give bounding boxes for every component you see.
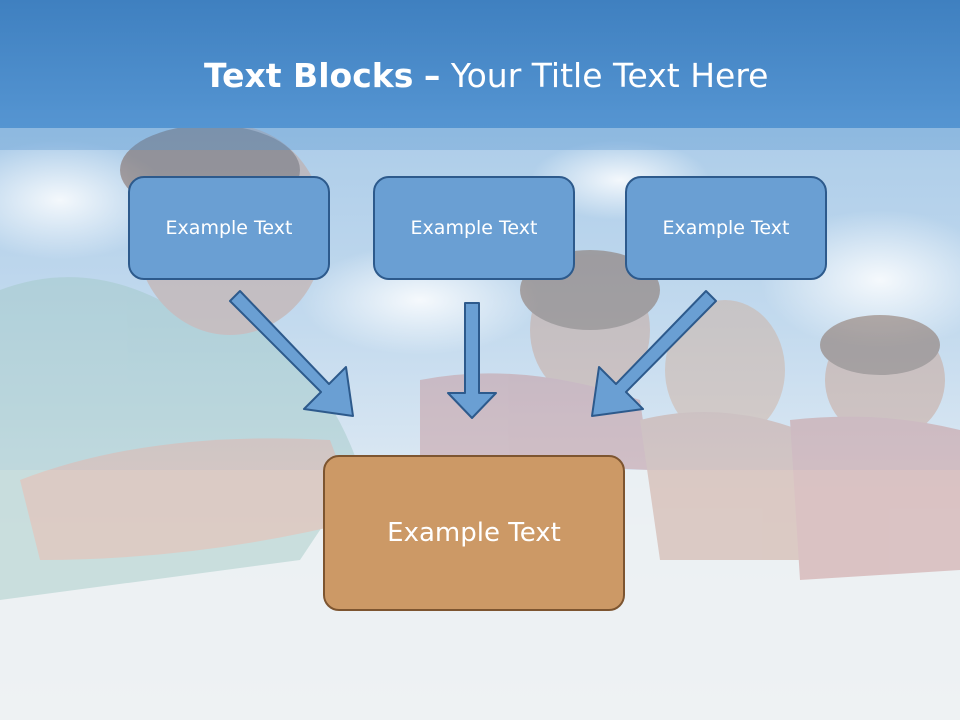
text-block-center[interactable]: Example Text: [373, 176, 575, 280]
title-rest-text: Your Title Text Here: [450, 56, 769, 95]
text-block-right-label: Example Text: [662, 217, 790, 239]
title-bold-text: Text Blocks: [204, 56, 414, 95]
title-separator: –: [423, 56, 441, 95]
text-block-right[interactable]: Example Text: [625, 176, 827, 280]
text-block-target-label: Example Text: [387, 518, 561, 548]
text-block-center-label: Example Text: [410, 217, 538, 239]
text-block-left[interactable]: Example Text: [128, 176, 330, 280]
text-block-target[interactable]: Example Text: [323, 455, 625, 611]
slide-title: Text Blocks – Your Title Text Here: [204, 52, 769, 100]
text-block-left-label: Example Text: [165, 217, 293, 239]
